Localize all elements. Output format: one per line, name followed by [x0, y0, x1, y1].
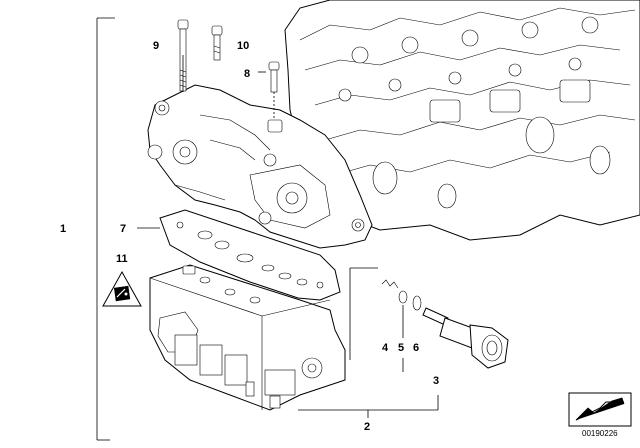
callout-1: 1: [60, 223, 66, 235]
o-ring-large: [412, 295, 422, 311]
solenoid-valve-block: [149, 264, 346, 411]
spring: [381, 279, 399, 289]
arrow-icon: [568, 392, 632, 427]
leader-lines: [96, 17, 439, 441]
callout-4: 4: [382, 342, 389, 354]
screw-fitting: [268, 61, 280, 120]
callout-2: 2: [364, 421, 370, 433]
bolt-short: [211, 25, 223, 61]
gasket: [159, 209, 341, 301]
callout-8: 8: [244, 68, 250, 80]
callout-5: 5: [398, 342, 404, 354]
callout-11: 11: [116, 253, 128, 265]
cylinder-head: [284, 0, 640, 241]
pressure-sensor: [422, 307, 509, 369]
callout-3: 3: [433, 375, 439, 387]
valve-housing: [147, 84, 373, 249]
callout-9: 9: [153, 40, 159, 52]
o-ring-small: [398, 290, 408, 304]
document-id: 00190226: [582, 429, 618, 438]
warning-label: [102, 270, 142, 307]
callout-7: 7: [120, 223, 126, 235]
callout-10: 10: [237, 40, 249, 52]
callout-6: 6: [413, 342, 419, 354]
